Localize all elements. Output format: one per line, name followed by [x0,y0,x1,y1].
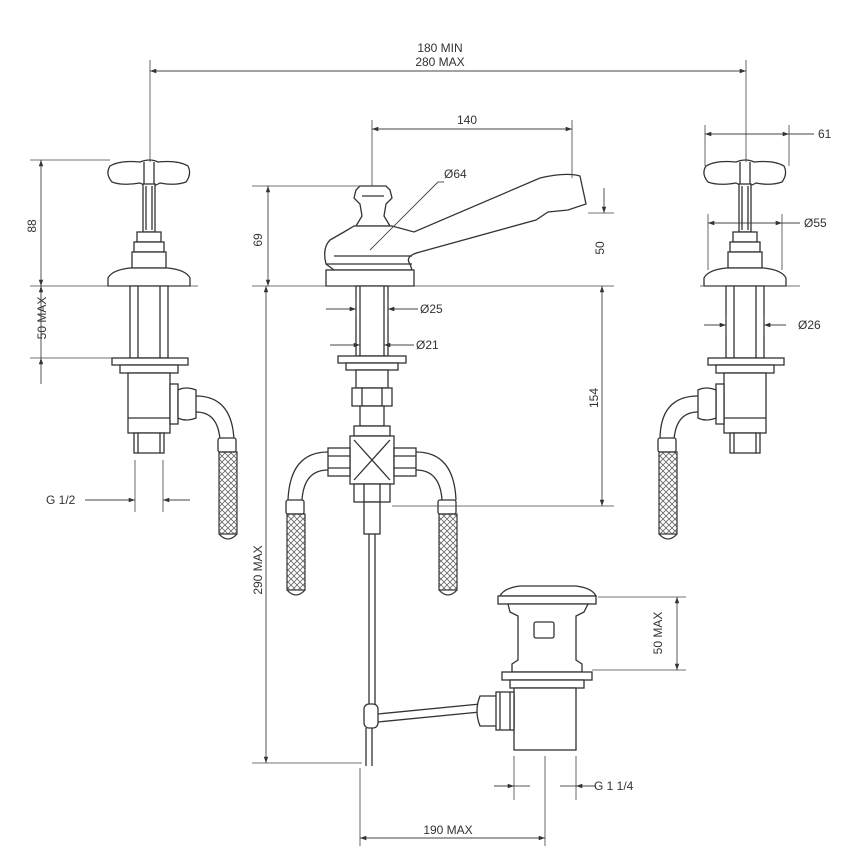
label-overall-min: 180 MIN [417,41,462,55]
left-tap-cross-handle [107,159,191,187]
right-tap-cross-handle [703,159,787,187]
label-waste-rod-max: 190 MAX [423,823,472,837]
label-spout-outlet-drop: 50 [593,241,607,255]
label-spout-head-dia: Ø64 [444,167,467,181]
label-waste-length-max: 50 MAX [651,612,665,655]
label-spout-reach: 140 [457,113,477,127]
label-tap-thread: G 1/2 [46,493,76,507]
right-tap [657,159,787,540]
label-spout-shank-length: 154 [587,388,601,408]
label-spout-height: 69 [251,233,265,247]
label-handle-height: 88 [25,219,39,233]
label-handle-span: 61 [818,127,832,141]
pop-up-waste [476,585,598,751]
spout-lever-body [324,173,587,271]
label-flange-dia: Ø55 [804,216,827,230]
label-shank-length-max: 50 MAX [35,297,49,340]
label-overall-max: 280 MAX [415,55,464,69]
label-spout-body-dia: Ø25 [420,302,443,316]
label-spout-shank-dia: Ø21 [416,338,439,352]
dimension-lines [30,60,814,846]
left-tap [107,159,238,540]
label-waste-thread: G 1 1/4 [594,779,634,793]
spout-assembly [285,173,587,766]
label-spout-total-max: 290 MAX [251,545,265,594]
dimension-labels: 180 MIN 280 MAX 140 61 Ø64 Ø55 69 50 88 … [25,41,832,837]
label-shank-dia: Ø26 [798,318,821,332]
